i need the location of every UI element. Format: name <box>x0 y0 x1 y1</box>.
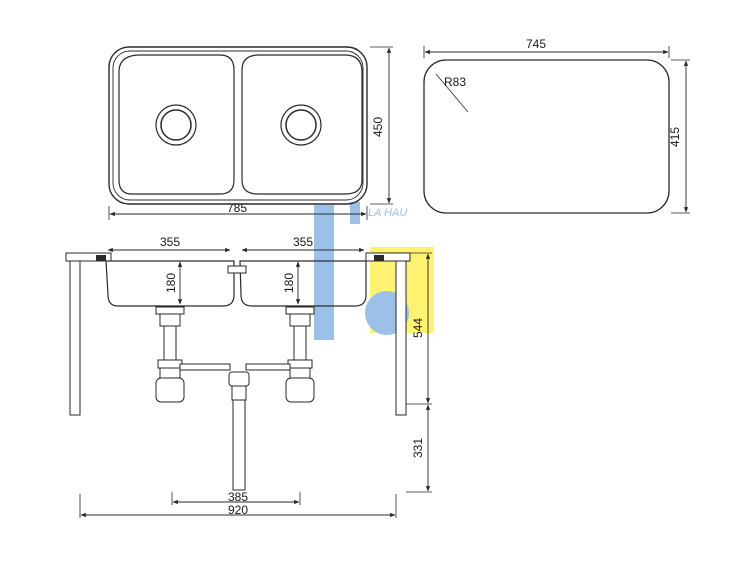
drain-assembly-right <box>245 306 315 403</box>
watermark-text: LA HAU <box>368 207 407 219</box>
dim-label-180-left: 180 <box>164 273 178 293</box>
bowl-connector <box>227 265 247 274</box>
cabinet-side-right <box>395 260 407 416</box>
left-bowl <box>118 54 235 195</box>
dim-label-544: 544 <box>411 318 425 338</box>
top-view: 785 450 <box>108 46 393 220</box>
clip-left <box>96 255 106 261</box>
dim-label-331: 331 <box>411 438 425 458</box>
countertop-left <box>65 252 112 262</box>
drain-pipe <box>228 371 250 491</box>
right-bowl <box>241 54 363 195</box>
watermark-bar-small <box>350 202 360 224</box>
sink-outline-inner <box>112 50 364 201</box>
clip-right <box>374 255 384 261</box>
dim-label-415: 415 <box>668 127 682 147</box>
dim-label-785: 785 <box>227 201 247 215</box>
right-drain-inner <box>285 109 317 141</box>
front-view: 355 355 180 180 <box>65 235 432 518</box>
cutout-template: 745 415 R83 <box>423 37 690 214</box>
dim-label-355-left: 355 <box>160 235 180 249</box>
dim-label-450: 450 <box>371 117 385 137</box>
left-drain-outer <box>155 104 197 146</box>
right-drain-outer <box>280 104 322 146</box>
watermark-bar <box>314 205 334 340</box>
countertop-right <box>365 252 411 262</box>
left-drain-inner <box>160 109 192 141</box>
dim-label-180-right: 180 <box>282 273 296 293</box>
radius-label: R83 <box>444 75 466 89</box>
dim-label-355-right: 355 <box>293 235 313 249</box>
dim-label-385: 385 <box>228 490 248 504</box>
radius-leader <box>435 73 469 113</box>
front-right-bowl <box>239 260 367 307</box>
sink-outline-outer <box>108 46 368 205</box>
cutout-outline <box>423 59 670 214</box>
dim-label-745: 745 <box>526 37 546 51</box>
front-left-bowl <box>105 260 235 307</box>
drain-assembly-left <box>155 306 231 403</box>
dim-label-920: 920 <box>228 503 248 517</box>
cabinet-side-left <box>69 260 81 416</box>
